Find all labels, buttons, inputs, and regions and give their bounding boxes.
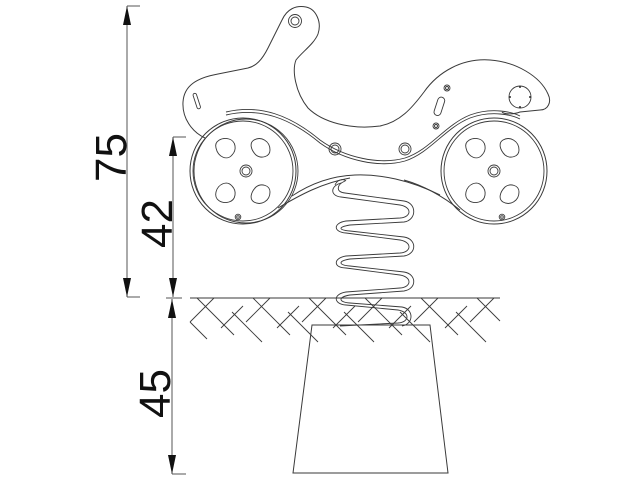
dimension-label-42: 42 xyxy=(133,199,182,248)
body-outline xyxy=(182,6,551,139)
arrow-up-icon xyxy=(168,299,176,318)
dimension-seat-height: 42 xyxy=(133,136,186,297)
ground-surface xyxy=(189,297,501,343)
dimension-label-75: 75 xyxy=(87,133,136,182)
arrow-up-icon xyxy=(169,137,177,156)
arrow-down-icon xyxy=(169,278,177,297)
dimension-foundation-depth: 45 xyxy=(131,297,186,475)
rear-wheel xyxy=(189,117,299,225)
dimension-label-45: 45 xyxy=(131,369,180,418)
arrow-up-icon xyxy=(123,6,131,25)
coil-spring xyxy=(332,180,415,327)
front-wheel xyxy=(440,117,548,225)
arrow-down-icon xyxy=(123,278,131,297)
concrete-foundation xyxy=(292,324,449,474)
dimension-overall-height: 75 xyxy=(87,5,140,298)
motorcycle-body xyxy=(182,6,551,211)
arrow-down-icon xyxy=(168,455,176,474)
headlight xyxy=(508,85,532,109)
